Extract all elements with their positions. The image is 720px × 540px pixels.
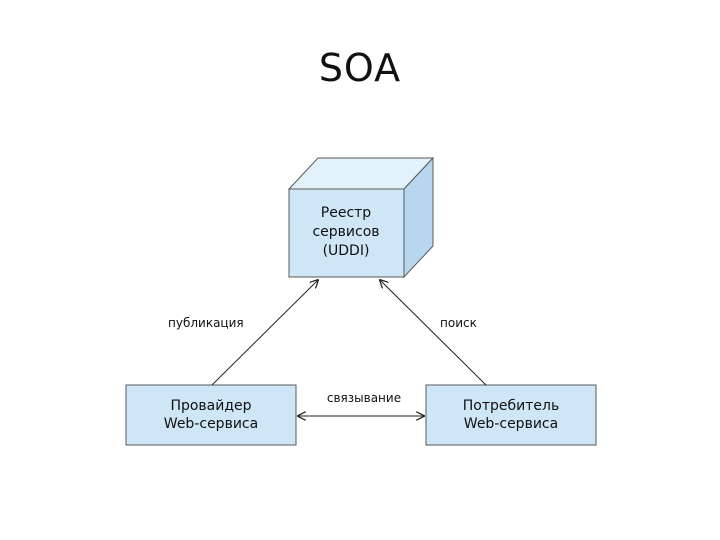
consumer-label-line-2: Web-сервиса [464, 416, 558, 432]
publish-arrow [211, 280, 318, 386]
find-label: поиск [440, 316, 477, 330]
provider-label-line-1: Провайдер [170, 398, 251, 414]
provider-box-rect [125, 384, 297, 446]
registry-cube-front [288, 188, 405, 278]
find-arrow [380, 280, 487, 386]
provider-box: Провайдер Web-сервиса [125, 384, 297, 446]
provider-label-line-2: Web-сервиса [164, 416, 258, 432]
consumer-box: Потребитель Web-сервиса [425, 384, 597, 446]
publish-label: публикация [168, 316, 244, 330]
consumer-label-line-1: Потребитель [463, 398, 559, 414]
registry-label-line-3: (UDDI) [323, 243, 370, 259]
registry-cube: Реестр сервисов (UDDI) [287, 156, 435, 279]
registry-label-line-1: Реестр [321, 205, 372, 221]
registry-label-line-2: сервисов [312, 224, 379, 240]
bind-label: связывание [327, 391, 401, 405]
slide-title: SOA [318, 46, 402, 90]
consumer-box-rect [425, 384, 597, 446]
